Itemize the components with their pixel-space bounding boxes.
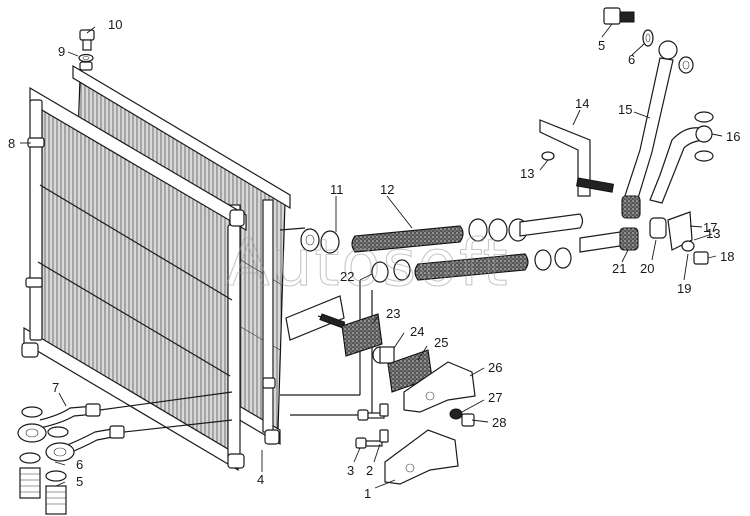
- callout-25: 25: [434, 335, 448, 350]
- radiator-drain-plug: [79, 29, 95, 51]
- callout-8: 8: [8, 136, 15, 151]
- bolt-5-top: [603, 7, 635, 25]
- callout-19: 19: [677, 281, 691, 296]
- callout-12: 12: [380, 182, 394, 197]
- bracket-17: [667, 211, 693, 251]
- callout-9: 9: [58, 44, 65, 59]
- bolts-2-3: [355, 403, 389, 449]
- callout-17: 17: [703, 220, 717, 235]
- callout-2: 2: [366, 463, 373, 478]
- callout-6-top: 6: [628, 52, 635, 67]
- rear-radiator-filler-neck: [79, 61, 93, 71]
- callout-5-top: 5: [598, 38, 605, 53]
- callout-3: 3: [347, 463, 354, 478]
- callout-13-right: 13: [706, 226, 720, 241]
- callout-11: 11: [330, 182, 344, 197]
- front-radiator-core: [21, 86, 280, 472]
- bracket-26: [403, 361, 476, 413]
- pipe-lower-right: [579, 231, 623, 253]
- callout-1: 1: [364, 486, 371, 501]
- hose-upper: [351, 225, 464, 253]
- washer-19-nut-18: [681, 240, 709, 265]
- callout-4: 4: [257, 472, 264, 487]
- watermark: Autosoft: [226, 227, 510, 301]
- bracket-1: [384, 429, 459, 485]
- leader-lines: [20, 23, 723, 489]
- pad-23: [341, 313, 383, 357]
- callout-21: 21: [612, 261, 626, 276]
- callout-14: 14: [575, 96, 589, 111]
- elbow-16: [649, 111, 714, 204]
- plug-washer: [78, 53, 94, 63]
- hose-clamps-lower: [371, 259, 411, 283]
- bracket-14: [539, 119, 615, 197]
- callout-5-left: 5: [76, 474, 83, 489]
- washers-top: [642, 29, 694, 74]
- callout-15: 15: [618, 102, 632, 117]
- callout-20: 20: [640, 261, 654, 276]
- lower-left-pipes: [17, 391, 233, 462]
- washer-13-upper: [541, 151, 555, 161]
- callout-7: 7: [52, 380, 59, 395]
- callout-6-left: 6: [76, 457, 83, 472]
- callout-10: 10: [108, 17, 122, 32]
- callout-22: 22: [340, 269, 354, 284]
- callout-23: 23: [386, 306, 400, 321]
- hose-lower: [414, 253, 529, 281]
- hose-clamps-lower-right: [534, 247, 572, 271]
- lower-left-washers-and-bolts: [19, 452, 67, 515]
- pipe-upper-right: [519, 213, 584, 237]
- hose-clamps-upper: [300, 228, 340, 254]
- spacer-24: [372, 346, 395, 364]
- callout-13-upper: 13: [520, 166, 534, 181]
- callout-18: 18: [720, 249, 734, 264]
- callout-26: 26: [488, 360, 502, 375]
- bushing-20: [649, 217, 667, 239]
- callout-27: 27: [488, 390, 502, 405]
- mount-plate-22: [285, 295, 346, 341]
- callout-16: 16: [726, 129, 740, 144]
- washer-27-nut-28: [449, 408, 475, 427]
- callout-28: 28: [492, 415, 506, 430]
- sleeves-21: [619, 195, 641, 251]
- callout-24: 24: [410, 324, 424, 339]
